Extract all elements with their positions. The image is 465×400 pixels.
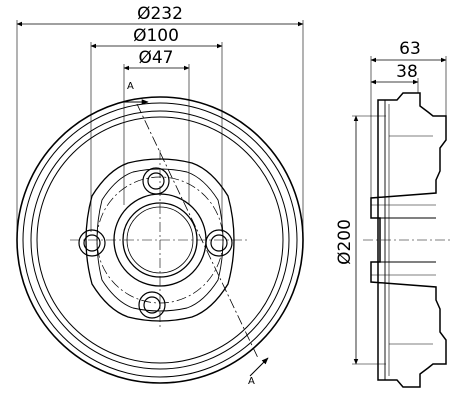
- section-label-top: A: [127, 81, 134, 92]
- bolt-hole-bottom: [138, 291, 166, 319]
- hub-flange: [85, 158, 235, 322]
- bolt-hole-left: [78, 229, 106, 257]
- dim-label-inner-diameter: Ø200: [335, 219, 355, 265]
- front-view: A A Ø232 Ø100 Ø47: [16, 4, 304, 387]
- drum-rim-circle: [22, 102, 298, 378]
- drum-inner-step-circle: [36, 116, 284, 364]
- dim-label-center-bore: Ø47: [138, 48, 173, 68]
- dim-label-outer-diameter: Ø232: [137, 4, 183, 24]
- section-line-a: [136, 103, 259, 359]
- bolt-hole-right: [205, 229, 233, 257]
- side-view: 63 38 Ø200: [335, 39, 452, 388]
- bolt-hole-top: [142, 167, 170, 195]
- section-arrow-bottom: [249, 357, 269, 377]
- section-label-bottom: A: [248, 376, 255, 387]
- hub-plate-edge: [96, 168, 224, 312]
- dim-label-bolt-circle: Ø100: [133, 26, 179, 46]
- dim-label-hub-width: 38: [396, 62, 418, 82]
- drum-braking-surface-circle: [30, 110, 290, 370]
- dim-label-total-width: 63: [399, 39, 421, 59]
